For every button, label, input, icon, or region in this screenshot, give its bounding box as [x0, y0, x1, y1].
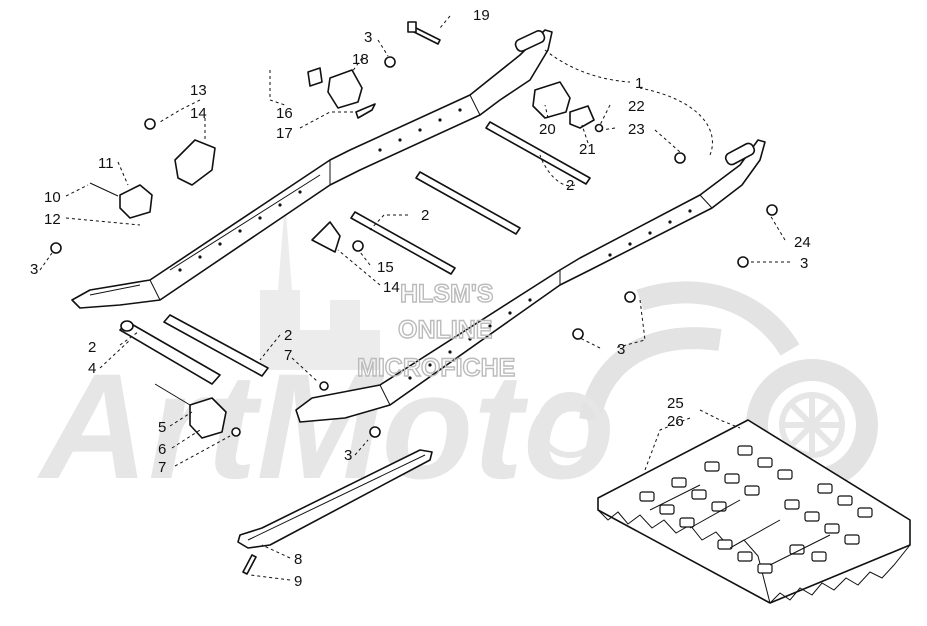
callout-label: 3	[364, 29, 372, 46]
callout-label: 3	[800, 255, 808, 272]
callout-label: 3	[617, 341, 625, 358]
watermark-line-1: HLSM'S	[400, 280, 493, 308]
callout-label: 14	[190, 105, 207, 122]
callout-label: 7	[158, 459, 166, 476]
callout-label: 6	[158, 441, 166, 458]
watermark-line-3: MICROFICHE	[357, 354, 515, 382]
callout-label: 2	[421, 207, 429, 224]
callout-label: 12	[44, 211, 61, 228]
callout-labels: 19 3 18 1 13 14 16 17 22 23 20 21 11 2 1…	[30, 7, 811, 590]
right-rail	[295, 139, 766, 423]
callout-label: 21	[579, 141, 596, 158]
hardware	[50, 21, 778, 575]
callout-label: 4	[88, 360, 96, 377]
callout-label: 20	[539, 121, 556, 138]
watermark-brand-logo: ArtMoto	[36, 200, 878, 510]
callout-label: 14	[383, 279, 400, 296]
callout-label: 9	[294, 573, 302, 590]
callout-label: 16	[276, 105, 293, 122]
callout-label: 8	[294, 551, 302, 568]
callout-label: 26	[667, 413, 684, 430]
callout-label: 24	[794, 234, 811, 251]
callout-label: 10	[44, 189, 61, 206]
callout-label: 23	[628, 121, 645, 138]
track-assembly	[597, 419, 911, 604]
callout-label: 22	[628, 98, 645, 115]
callout-label: 18	[352, 51, 369, 68]
callout-label: 3	[30, 261, 38, 278]
left-rail	[71, 29, 553, 309]
callout-label: 2	[284, 327, 292, 344]
callout-label: 11	[98, 155, 114, 172]
callout-label: 13	[190, 82, 207, 99]
callout-label: 3	[344, 447, 352, 464]
cross-shafts	[119, 121, 591, 385]
callout-label: 7	[284, 347, 292, 364]
callout-label: 2	[88, 339, 96, 356]
leader-lines	[39, 15, 790, 581]
callout-label: 17	[276, 125, 293, 142]
callout-label: 1	[635, 75, 643, 92]
watermark-text: HLSM'S ONLINE MICROFICHE	[356, 279, 516, 382]
callout-label: 2	[566, 177, 574, 194]
callout-label: 5	[158, 419, 166, 436]
watermark-line-2: ONLINE	[398, 316, 492, 344]
callout-label: 15	[377, 259, 394, 276]
callout-label: 25	[667, 395, 684, 412]
ski-runner	[237, 449, 433, 549]
callout-label: 19	[473, 7, 490, 24]
watermark-church	[260, 200, 380, 370]
